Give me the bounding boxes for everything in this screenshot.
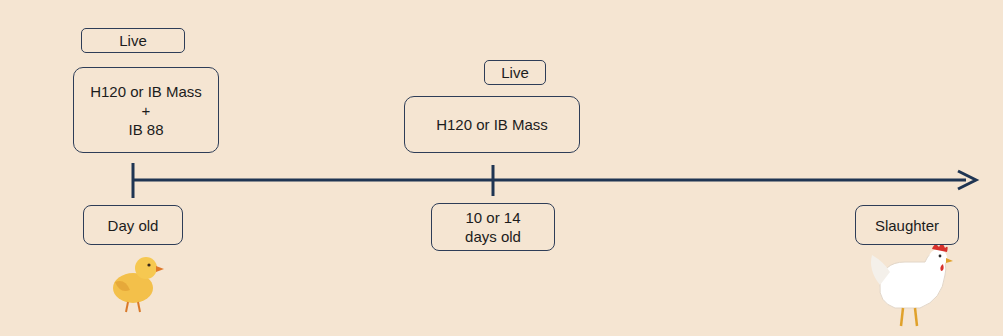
node-text: Live	[501, 63, 529, 82]
age-box: Day old	[83, 205, 183, 245]
label-tag: Live	[484, 60, 546, 85]
node-text: IB 88	[128, 120, 163, 139]
timeline-axis	[133, 163, 976, 198]
vaccine-box: H120 or IB Mass	[404, 96, 580, 153]
vaccine-box: H120 or IB Mass+IB 88	[73, 67, 219, 153]
age-box: 10 or 14 days old	[431, 203, 555, 251]
node-text: +	[142, 101, 151, 120]
node-text: Slaughter	[875, 216, 939, 235]
node-text: Day old	[108, 216, 159, 235]
node-text: H120 or IB Mass	[436, 115, 548, 134]
hen-illustration	[871, 244, 953, 326]
age-box: Slaughter	[855, 205, 959, 245]
node-text: Live	[119, 31, 147, 50]
node-text: H120 or IB Mass	[90, 82, 202, 101]
label-tag: Live	[81, 28, 185, 53]
chick-illustration	[113, 257, 164, 312]
node-text: 10 or 14 days old	[454, 208, 532, 246]
